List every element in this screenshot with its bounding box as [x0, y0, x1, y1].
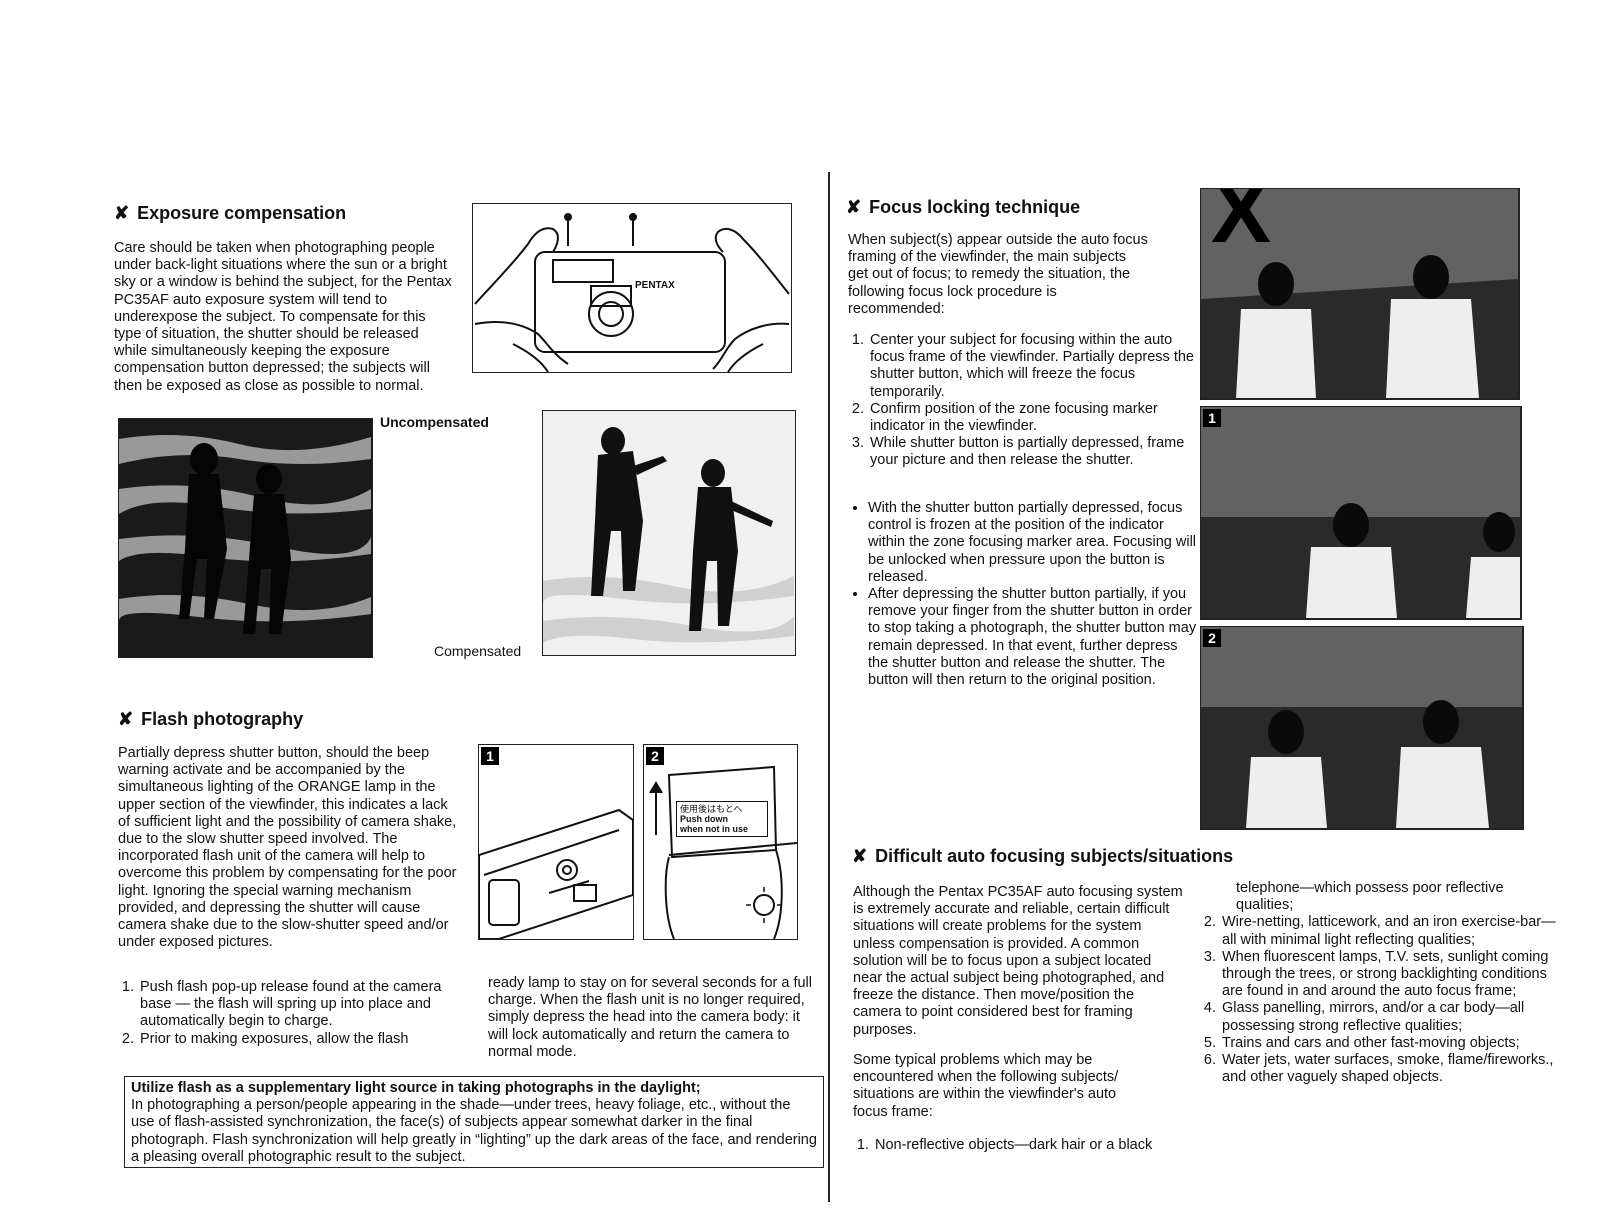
- flash-label-jp: 使用後はもとへ: [680, 804, 743, 814]
- focus-step-1: Center your subject for focusing within …: [868, 332, 1198, 401]
- flash-body: Partially depress shutter button, should…: [118, 745, 457, 951]
- tip-heading: Utilize flash as a supplementary light s…: [131, 1080, 701, 1096]
- section-mark-icon: ✘: [846, 197, 862, 217]
- flash-label-line2: when not in use: [680, 824, 749, 834]
- difficult-para1: Although the Pentax PC35AF auto focusing…: [853, 884, 1183, 1038]
- difficult-item-6: Water jets, water surfaces, smoke, flame…: [1220, 1052, 1556, 1086]
- flash-figure-2: 2 使用後はもとへ Push down when not in use: [643, 744, 798, 940]
- photo-badge-1: 1: [1203, 409, 1221, 427]
- page-divider: [828, 172, 830, 1202]
- photo-badge-2: 2: [1203, 629, 1221, 647]
- focus-lock-intro: When subject(s) appear outside the auto …: [848, 232, 1148, 317]
- difficult-para2: Some typical problems which may be encou…: [853, 1052, 1119, 1120]
- focus-photo-wrong: X: [1200, 188, 1520, 400]
- flash-steps-col2: ready lamp to stay on for several second…: [488, 975, 812, 1060]
- figure-badge-1: 1: [481, 747, 499, 765]
- focus-photo-step-1: 1: [1200, 406, 1522, 620]
- focus-step-3: While shutter button is partially depres…: [868, 435, 1198, 469]
- focus-note-2: After depressing the shutter button part…: [868, 586, 1198, 689]
- focus-lock-title: Focus locking technique: [869, 197, 1081, 217]
- section-mark-icon: ✘: [114, 203, 130, 223]
- difficult-item-2: Wire-netting, latticework, and an iron e…: [1220, 914, 1556, 948]
- section-mark-icon: ✘: [852, 846, 868, 866]
- focus-lock-notes: With the shutter button partially depres…: [848, 500, 1198, 689]
- flash-heading: ✘ Flash photography: [118, 709, 303, 730]
- difficult-item-1-start: Non-reflective objects—dark hair or a bl…: [873, 1137, 1203, 1154]
- uncompensated-label: Uncompensated: [380, 414, 489, 430]
- daylight-flash-tip-box: Utilize flash as a supplementary light s…: [124, 1076, 824, 1168]
- difficult-items-rest: Wire-netting, latticework, and an iron e…: [1220, 914, 1556, 1086]
- flash-title: Flash photography: [141, 709, 304, 729]
- difficult-col2: telephone—which possess poor reflective …: [1222, 880, 1556, 1086]
- difficult-item-3: When fluorescent lamps, T.V. sets, sunli…: [1220, 949, 1556, 1001]
- focus-lock-steps: Center your subject for focusing within …: [848, 332, 1198, 470]
- flash-push-down-label: 使用後はもとへ Push down when not in use: [676, 801, 768, 837]
- tip-body: In photographing a person/people appeari…: [131, 1097, 817, 1165]
- flash-label-line1: Push down: [680, 814, 728, 824]
- difficult-title: Difficult auto focusing subjects/situati…: [875, 846, 1234, 866]
- difficult-item-4: Glass panelling, mirrors, and/or a car b…: [1220, 1000, 1556, 1034]
- figure-badge-2: 2: [646, 747, 664, 765]
- uncompensated-photo: [118, 418, 373, 658]
- hands-camera-illustration: PENTAX: [472, 203, 792, 373]
- exposure-body: Care should be taken when photographing …: [114, 240, 452, 394]
- focus-step-2: Confirm position of the zone focusing ma…: [868, 401, 1198, 435]
- compensated-label: Compensated: [434, 643, 522, 659]
- exposure-title: Exposure compensation: [137, 203, 347, 223]
- flash-steps-col1: Push flash pop-up release found at the c…: [118, 979, 468, 1048]
- flash-figure-1: 1: [478, 744, 634, 940]
- section-mark-icon: ✘: [118, 709, 134, 729]
- focus-note-1: With the shutter button partially depres…: [868, 500, 1198, 586]
- difficult-item-1-cont: telephone—which possess poor reflective …: [1236, 880, 1504, 914]
- camera-brand-text: PENTAX: [635, 280, 675, 291]
- difficult-item-5: Trains and cars and other fast-moving ob…: [1220, 1035, 1556, 1052]
- flash-step-1: Push flash pop-up release found at the c…: [138, 979, 468, 1031]
- exposure-heading: ✘ Exposure compensation: [114, 203, 346, 224]
- focus-lock-heading: ✘ Focus locking technique: [846, 197, 1080, 218]
- wrong-x-mark: X: [1211, 188, 1272, 262]
- difficult-item-1: Non-reflective objects—dark hair or a bl…: [853, 1137, 1203, 1154]
- difficult-heading: ✘ Difficult auto focusing subjects/situat…: [852, 846, 1233, 867]
- compensated-photo: [542, 410, 796, 656]
- flash-step-2: Prior to making exposures, allow the fla…: [138, 1031, 468, 1048]
- focus-photo-step-2: 2: [1200, 626, 1524, 830]
